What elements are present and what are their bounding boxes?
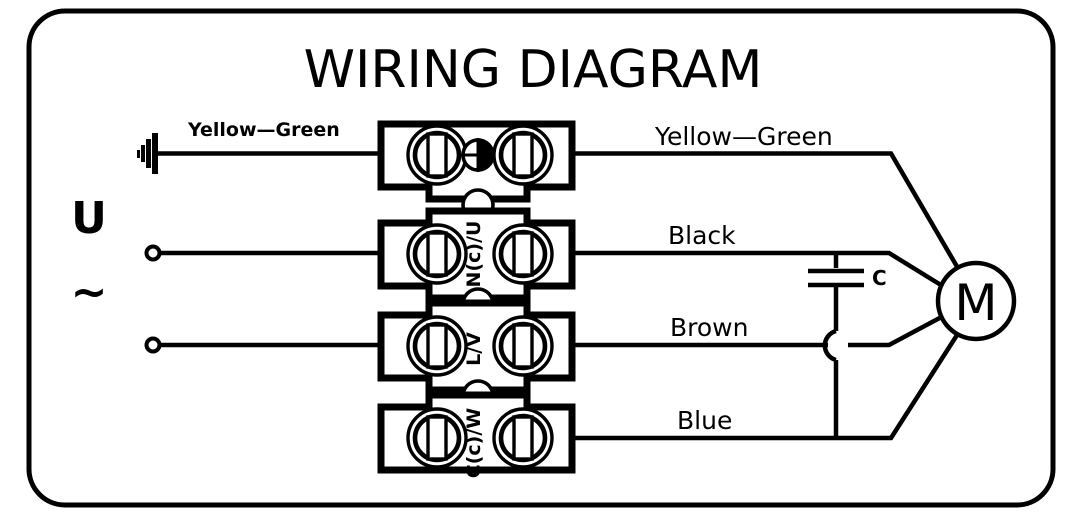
capacitor-label: C [872,266,887,290]
terminal-screw-2-left [406,223,468,285]
supply-terminal-neutral [144,336,381,354]
terminal-row-1 [377,120,576,203]
terminal-row-4-label: C(c)/W [463,408,485,479]
terminal-row-4: C(c)/W [377,391,576,479]
wire-label-blue: Blue [677,406,732,435]
run-capacitor: C [808,253,887,438]
earth-ground-symbol [137,133,158,174]
motor-symbol: M [935,260,1017,342]
terminal-screw-1-right [492,124,554,186]
rounded-border [26,8,1056,508]
terminal-screw-3-right [492,315,554,377]
supply-voltage-symbol: U [71,193,107,244]
terminal-screw-4-right [492,407,554,469]
terminal-row-3: L/V [377,299,576,394]
terminal-screw-2-right [492,223,554,285]
motor-label: M [954,274,997,332]
wire-label-yellow-green: Yellow—Green [654,122,833,151]
terminal-screw-1-left [406,124,468,186]
terminal-screw-4-left [406,407,468,469]
supply-ac-symbol: ~ [71,267,108,318]
wire-brown: Brown [572,311,951,348]
wire-label-brown: Brown [670,313,748,342]
terminal-row-2: N(c)/U [377,207,576,302]
terminal-row-2-label: N(c)/U [463,221,485,288]
wire-label-black: Black [668,221,736,250]
supply-terminal-live [144,244,381,262]
terminal-row-3-label: L/V [463,332,485,366]
wire-black: Black [572,221,951,292]
page-title: WIRING DIAGRAM [304,40,763,100]
left-wire-label-yellow-green: Yellow—Green [187,119,340,141]
wire-yellow-green: Yellow—Green [572,122,968,284]
wire-blue: Blue [572,319,968,441]
terminal-screw-3-left [406,315,468,377]
terminal-block: N(c)/U L/V [377,120,576,479]
